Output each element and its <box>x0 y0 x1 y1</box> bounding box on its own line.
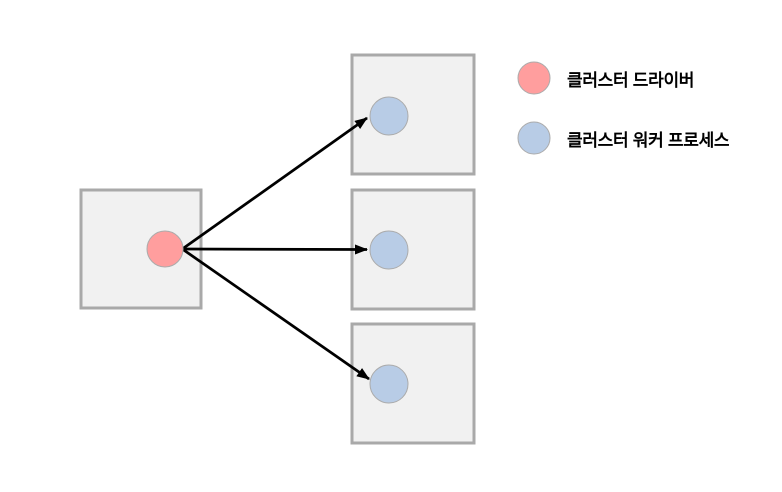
legend: 클러스터 드라이버 클러스터 워커 프로세스 <box>517 61 730 155</box>
worker-process-circle-3 <box>369 364 409 404</box>
worker-legend-dot-icon <box>517 121 551 155</box>
driver-process-circle <box>146 230 184 268</box>
worker-legend-circle <box>517 121 551 155</box>
edge-driver-to-worker-2 <box>182 244 368 255</box>
driver-legend-dot-icon <box>517 61 551 95</box>
edge-driver-to-worker-3 <box>182 248 370 381</box>
legend-item-driver: 클러스터 드라이버 <box>517 61 729 95</box>
worker-process-circle-2 <box>369 230 409 270</box>
legend-label-driver: 클러스터 드라이버 <box>567 70 695 90</box>
driver-legend-circle <box>517 61 551 95</box>
legend-label-worker: 클러스터 워커 프로세스 <box>567 130 730 150</box>
worker-process-circle-1 <box>369 96 409 136</box>
legend-item-worker: 클러스터 워커 프로세스 <box>517 121 730 155</box>
edge-driver-to-worker-1 <box>182 116 368 250</box>
